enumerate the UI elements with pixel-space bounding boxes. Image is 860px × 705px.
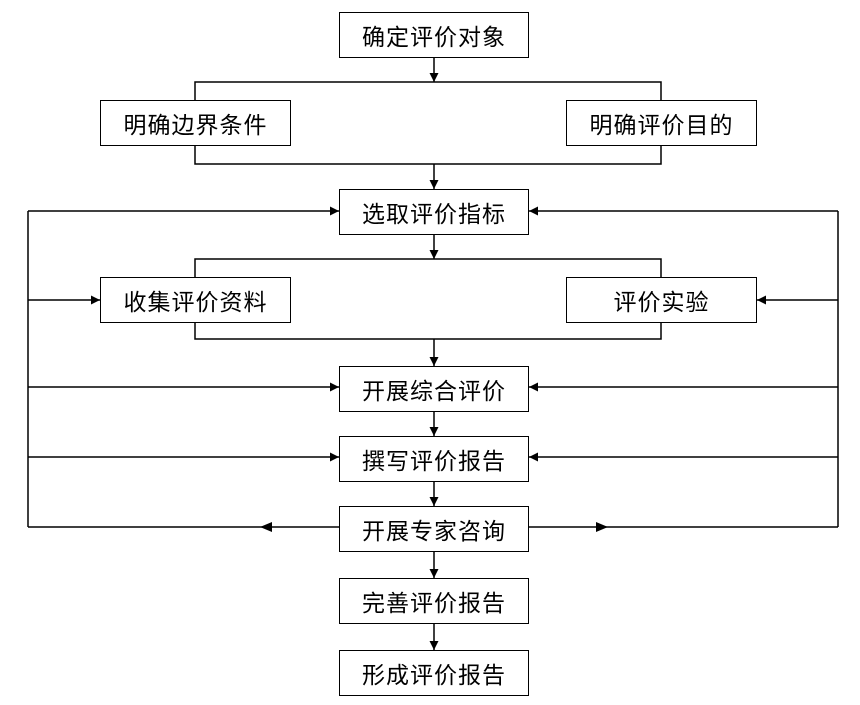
node-collect-data: 收集评价资料 bbox=[100, 277, 291, 323]
node-evaluation-experiment: 评价实验 bbox=[566, 277, 757, 323]
node-boundary-conditions: 明确边界条件 bbox=[100, 100, 291, 146]
node-final-report: 形成评价报告 bbox=[339, 650, 529, 696]
left-feedback-direction-arrow bbox=[260, 522, 272, 532]
top-bracket-1 bbox=[194, 81, 662, 100]
node-write-report: 撰写评价报告 bbox=[339, 436, 529, 482]
node-expert-consultation: 开展专家咨询 bbox=[339, 506, 529, 552]
node-determine-object: 确定评价对象 bbox=[339, 12, 529, 58]
right-feedback-direction-arrow bbox=[596, 522, 608, 532]
node-comprehensive-evaluation: 开展综合评价 bbox=[339, 366, 529, 412]
node-evaluation-purpose: 明确评价目的 bbox=[566, 100, 757, 146]
bottom-bracket-1 bbox=[194, 146, 662, 165]
top-bracket-2 bbox=[194, 258, 662, 277]
node-improve-report: 完善评价报告 bbox=[339, 578, 529, 624]
bottom-bracket-2 bbox=[194, 323, 662, 340]
node-select-indicators: 选取评价指标 bbox=[339, 189, 529, 235]
